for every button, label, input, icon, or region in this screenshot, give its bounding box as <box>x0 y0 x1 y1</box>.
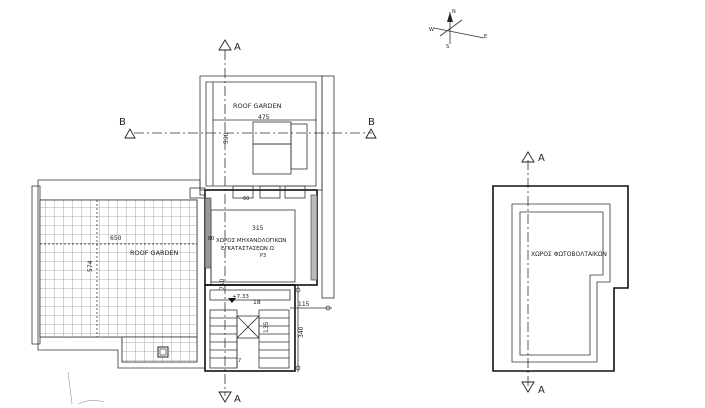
roof-garden-left: ROOF GARDEN 650 574 <box>31 179 206 369</box>
dim-574: 574 <box>87 260 94 272</box>
staircase: +7.33 18 7 135 <box>204 284 296 372</box>
stair-count-label: 18 <box>253 299 261 306</box>
dim-315: 315 <box>252 225 264 232</box>
section-a-top-label: A <box>234 42 241 53</box>
roof-garden-left-label: ROOF GARDEN <box>130 249 179 257</box>
machinery-room: ΧΩΡΟΣ ΜΗΧΑΝΟΛΟΓΙΚΩΝ ΕΓΚΑΤΑΣΤΑΣΕΩΝ Ω P3 3… <box>189 185 318 290</box>
dimension-chain-right: 115 340 <box>290 286 332 372</box>
section-line-b: B B <box>119 117 377 139</box>
dim-60: 60 <box>243 196 249 202</box>
compass-north: N <box>452 9 456 15</box>
section-b-left-label: B <box>119 117 126 128</box>
elevation-label: +7.33 <box>232 294 249 300</box>
machinery-room-label-2: ΕΓΚΑΤΑΣΤΑΣΕΩΝ Ω <box>221 246 274 252</box>
dim-650: 650 <box>110 235 122 242</box>
section-line-a-main: A A <box>218 39 241 405</box>
compass-west: W <box>429 27 434 33</box>
machinery-room-tag: P3 <box>260 253 266 259</box>
stair-mark-label: 7 <box>238 358 241 364</box>
photovoltaic-roof-plan: ΧΩΡΟΣ ΦΩΤΟΒΟΛΤΑΙΚΩΝ <box>492 185 629 372</box>
section-a-roof-bottom-label: A <box>538 385 545 396</box>
dim-135: 135 <box>263 321 270 333</box>
dim-475: 475 <box>258 114 270 121</box>
section-a-bottom-label: A <box>234 394 241 405</box>
roof-garden-top: ROOF GARDEN 475 590 <box>199 75 335 299</box>
sketch-mark <box>67 371 105 405</box>
drain-icon <box>157 346 169 358</box>
photovoltaic-area-label: ΧΩΡΟΣ ΦΩΤΟΒΟΛΤΑΙΚΩΝ <box>531 251 607 258</box>
machinery-room-label-1: ΧΩΡΟΣ ΜΗΧΑΝΟΛΟΓΙΚΩΝ <box>216 238 286 244</box>
dim-80: 80 <box>208 236 214 242</box>
dim-115: 115 <box>298 301 310 308</box>
compass-south: S <box>446 44 449 50</box>
dim-710: 710 <box>219 278 226 290</box>
section-b-right-label: B <box>368 117 375 128</box>
section-line-a-roof: A A <box>521 151 545 396</box>
compass-east: E <box>484 34 487 40</box>
dim-590: 590 <box>223 132 230 144</box>
north-arrow-icon: N E S W <box>429 9 487 50</box>
dim-340: 340 <box>298 326 305 338</box>
section-a-roof-top-label: A <box>538 153 545 164</box>
level-marker-icon <box>228 298 236 303</box>
roof-garden-top-label: ROOF GARDEN <box>233 102 282 110</box>
